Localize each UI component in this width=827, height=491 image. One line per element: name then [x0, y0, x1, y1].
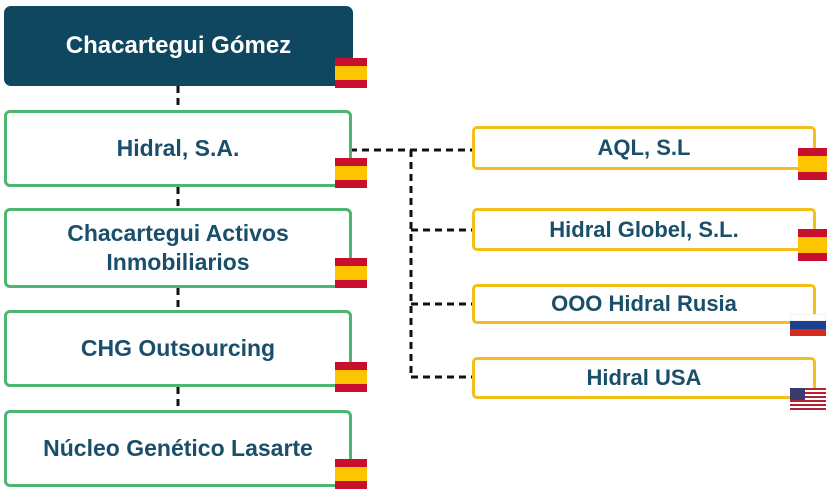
company-label: AQL, S.L: [597, 135, 691, 161]
company-node-hidral-usa: Hidral USA: [472, 357, 816, 399]
company-label: Núcleo Genético Lasarte: [43, 435, 313, 462]
company-node-chg-outsourcing: CHG Outsourcing: [4, 310, 352, 387]
company-node-hidral-globel: Hidral Globel, S.L.: [472, 208, 816, 251]
spain-flag-icon: [798, 229, 827, 261]
root-node: Chacartegui Gómez: [4, 6, 353, 86]
spain-flag-icon: [335, 362, 367, 392]
russia-flag-icon: [790, 314, 826, 336]
spain-flag-icon: [335, 158, 367, 188]
usa-flag-icon: [790, 388, 826, 410]
company-label: Hidral, S.A.: [116, 135, 240, 162]
company-node-hidral-rusia: OOO Hidral Rusia: [472, 284, 816, 324]
spain-flag-icon: [335, 459, 367, 489]
company-node-nucleo-genetico: Núcleo Genético Lasarte: [4, 410, 352, 487]
company-label: CHG Outsourcing: [80, 335, 276, 362]
spain-flag-icon: [798, 148, 827, 180]
company-label: OOO Hidral Rusia: [551, 291, 737, 317]
company-node-hidral-sa: Hidral, S.A.: [4, 110, 352, 187]
company-node-chacartegui-activos: Chacartegui Activos Inmobiliarios: [4, 208, 352, 288]
spain-flag-icon: [335, 58, 367, 88]
company-node-aql: AQL, S.L: [472, 126, 816, 170]
company-label: Hidral Globel, S.L.: [549, 216, 739, 242]
spain-flag-icon: [335, 258, 367, 288]
root-label: Chacartegui Gómez: [65, 32, 292, 59]
company-label: Hidral USA: [586, 365, 702, 391]
company-label: Chacartegui Activos Inmobiliarios: [67, 220, 289, 275]
